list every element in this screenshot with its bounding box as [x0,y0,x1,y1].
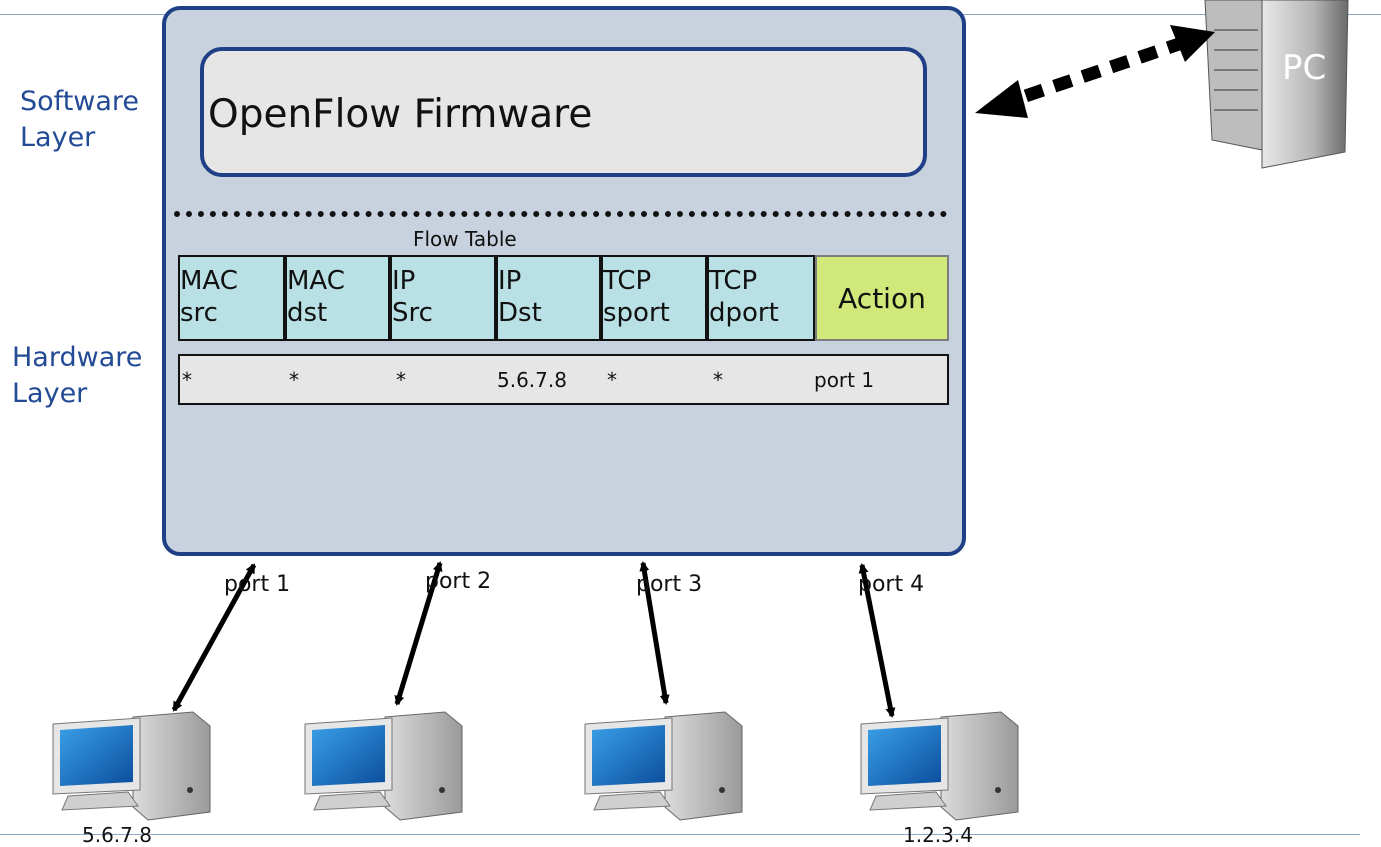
link-arrow-port-3 [639,561,670,705]
flow-entry-tcp-sport: * [607,368,617,392]
control-arrow-head-left [975,80,1028,118]
flow-header-mac-src: MAC src [178,255,285,341]
link-arrow-port-1 [171,563,257,712]
software-layer-label: Software Layer [20,86,140,153]
controller-pc-icon [1204,0,1349,169]
flow-header-tcp-sport: TCP sport [601,255,707,341]
host-computer-2-icon [304,711,463,821]
flow-header-ip-dst: IP Dst [496,255,601,341]
flow-header-ip-src: IP Src [390,255,496,341]
host-computer-3-icon [584,711,743,821]
hardware-layer-label: Hardware Layer [12,342,143,409]
flow-entry-ip-dst: 5.6.7.8 [497,368,567,392]
link-arrow-port-4 [858,563,896,718]
flow-header-action: Action [815,255,949,341]
flow-entry-row [178,354,949,405]
host-4-ip-label: 1.2.3.4 [903,823,973,847]
host-1-ip-label: 5.6.7.8 [82,823,152,847]
port-4-label: port 4 [858,572,925,597]
bottom-divider [0,834,1360,835]
link-arrow-port-2 [394,561,443,706]
port-2-label: port 2 [425,569,492,594]
flow-entry-mac-dst: * [289,368,299,392]
port-1-label: port 1 [224,572,291,597]
flow-entry-action: port 1 [814,368,875,392]
controller-pc-label: PC [1282,48,1327,88]
flow-table-title: Flow Table [413,227,517,251]
port-3-label: port 3 [636,572,703,597]
control-channel-arrow [987,35,1188,115]
flow-header-tcp-dport: TCP dport [707,255,815,341]
flow-entry-ip-src: * [396,368,406,392]
firmware-label: OpenFlow Firmware [208,92,593,137]
host-computer-4-icon [860,711,1019,821]
layer-separator [174,211,947,217]
firmware-box [200,47,927,177]
flow-header-mac-dst: MAC dst [285,255,390,341]
flow-entry-mac-src: * [182,368,192,392]
flow-entry-tcp-dport: * [713,368,723,392]
host-computer-1-icon [52,711,211,821]
control-arrow-head-right [1170,25,1215,62]
